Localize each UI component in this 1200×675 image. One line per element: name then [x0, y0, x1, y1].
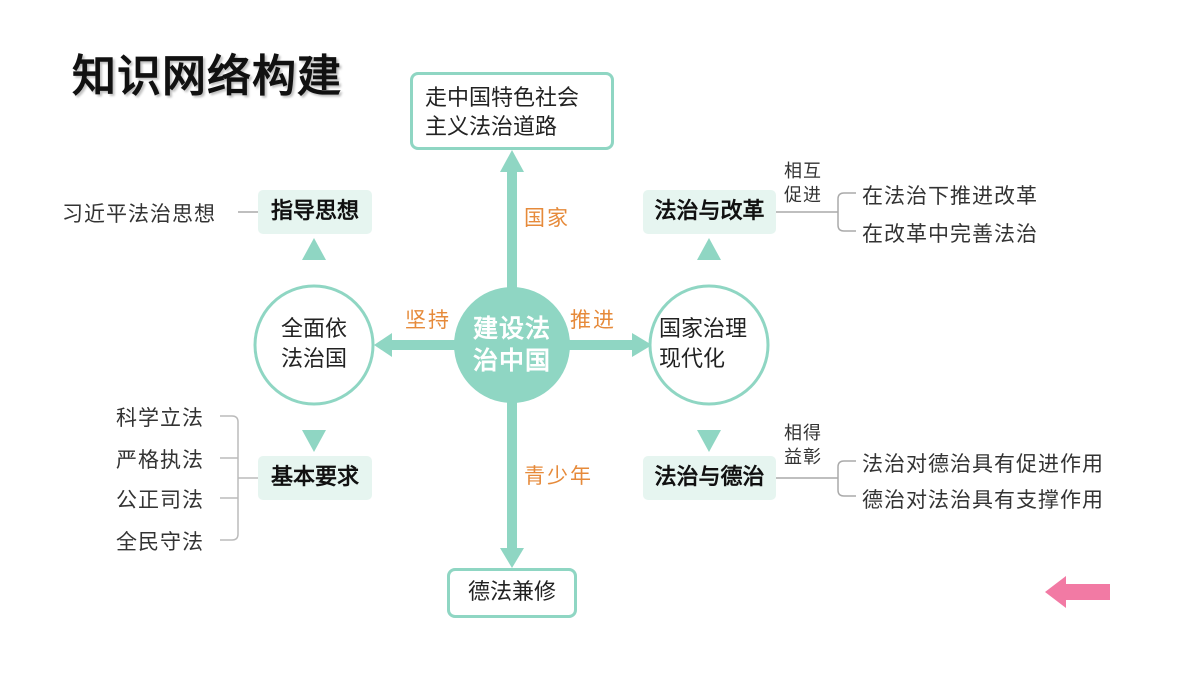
center-circle — [454, 287, 570, 403]
rule-reform-relation-1: 相互 — [784, 161, 822, 182]
right-circle-label: 国家治理 现代化 — [655, 315, 769, 375]
arrow-label-top: 国家 — [524, 206, 570, 230]
arrow-to-right-head — [632, 333, 652, 357]
requirements-bracket — [220, 415, 239, 541]
requirement-item-4: 全民守法 — [116, 530, 204, 554]
rule-reform-relation: 相互 促进 — [784, 160, 822, 208]
basic-requirements-box: 基本要求 — [258, 456, 372, 500]
requirement-item-2: 严格执法 — [116, 448, 204, 472]
arrow-label-left: 坚持 — [405, 308, 451, 332]
top-box-line-2: 主义法治道路 — [425, 115, 558, 140]
basic-requirements-label: 基本要求 — [270, 465, 359, 490]
rule-reform-item-2: 在改革中完善法治 — [862, 222, 1038, 246]
rule-virtue-box: 法治与德治 — [643, 456, 776, 500]
triangle-down-right — [697, 430, 721, 452]
rule-virtue-item-1: 法治对德治具有促进作用 — [862, 452, 1104, 476]
arrow-to-top-head — [500, 150, 524, 172]
requirement-item-3: 公正司法 — [116, 488, 204, 512]
left-circle-line-2: 法治国 — [280, 347, 347, 372]
arrow-label-right: 推进 — [570, 308, 616, 332]
center-label: 建设法 治中国 — [462, 313, 562, 377]
right-circle — [648, 284, 770, 406]
guiding-thought-box: 指导思想 — [258, 190, 372, 234]
center-line-2: 治中国 — [472, 346, 551, 375]
bottom-box: 德法兼修 — [447, 568, 577, 618]
back-arrow-icon[interactable] — [1045, 576, 1110, 608]
center-line-1: 建设法 — [472, 314, 551, 343]
rule-virtue-relation: 相得 益彰 — [784, 422, 822, 470]
reform-bracket — [837, 192, 856, 232]
rule-virtue-relation-2: 益彰 — [784, 447, 822, 468]
rule-reform-label: 法治与改革 — [654, 199, 765, 224]
top-box: 走中国特色社会 主义法治道路 — [410, 72, 614, 150]
rule-reform-box: 法治与改革 — [643, 190, 776, 234]
rule-virtue-item-2: 德治对法治具有支撑作用 — [862, 488, 1104, 512]
arrow-label-bottom: 青少年 — [524, 464, 593, 488]
bottom-box-label: 德法兼修 — [467, 580, 556, 605]
virtue-bracket — [837, 460, 856, 497]
rule-reform-item-1: 在法治下推进改革 — [862, 184, 1038, 208]
right-circle-line-2: 现代化 — [659, 347, 726, 372]
page-title: 知识网络构建 — [72, 51, 342, 102]
triangle-up-left — [302, 238, 326, 260]
rule-virtue-relation-1: 相得 — [784, 423, 822, 444]
triangle-up-right — [697, 238, 721, 260]
triangle-down-left — [302, 430, 326, 452]
guiding-thought-source: 习近平法治思想 — [62, 202, 216, 226]
rule-reform-relation-2: 促进 — [784, 185, 822, 206]
left-circle-line-1: 全面依 — [280, 317, 347, 342]
rule-virtue-label: 法治与德治 — [654, 465, 765, 490]
requirement-item-1: 科学立法 — [116, 406, 204, 430]
guiding-thought-label: 指导思想 — [270, 199, 359, 224]
left-circle-label: 全面依 法治国 — [264, 315, 364, 375]
top-box-line-1: 走中国特色社会 — [425, 86, 580, 111]
arrow-to-left-head — [374, 333, 392, 357]
left-circle — [253, 284, 375, 406]
arrow-to-bottom-head — [500, 548, 524, 568]
right-circle-line-1: 国家治理 — [659, 317, 748, 342]
